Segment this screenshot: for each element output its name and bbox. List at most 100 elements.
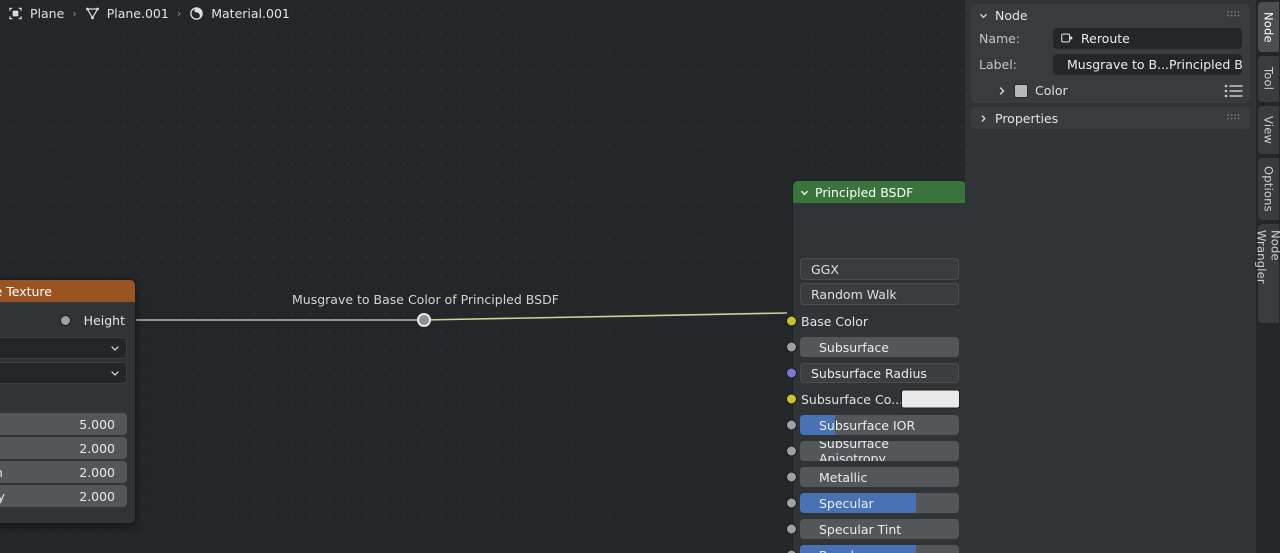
chevron-right-icon[interactable] [997,86,1007,96]
tab-view[interactable]: View [1258,106,1279,154]
musgrave-field-lacunarity[interactable]: acunarity 2.000 [0,485,127,507]
breadcrumb-label-mesh: Plane.001 [106,5,169,21]
bsdf-input-base-color[interactable]: Base Color [785,308,965,334]
socket-roughness[interactable] [785,549,797,553]
slider-metallic[interactable]: Metallic [800,467,959,487]
socket-subsurface-radius[interactable] [785,367,797,379]
field-detail-value: 2.000 [79,440,115,456]
musgrave-node-header[interactable]: usgrave Texture [0,280,135,302]
node-panel-header[interactable]: Node [971,4,1250,26]
bsdf-input-specular-tint[interactable]: Specular Tint [785,516,965,542]
slider-label-subsurface-ior: Subsurface IOR [819,417,916,433]
slider-roughness[interactable]: Roughness [800,545,959,553]
breadcrumb-label-object: Plane [30,5,65,21]
drag-grip-icon[interactable] [1226,113,1242,123]
node-label-row: Label: Musgrave to B...Principled BSDF [971,52,1250,76]
musgrave-output-height[interactable]: Height [0,306,127,334]
socket-subsurface[interactable] [785,341,797,353]
list-options-icon[interactable] [1224,84,1244,98]
slider-subsurface-ior[interactable]: Subsurface IOR [800,415,959,435]
bsdf-input-roughness[interactable]: Roughness [785,542,965,553]
musgrave-dropdown-2[interactable]: l [0,362,127,384]
bsdf-input-subsurface-color[interactable]: Subsurface Co... [785,386,965,412]
breadcrumb-item-material[interactable]: Material.001 [189,6,290,21]
drag-grip-icon[interactable] [1226,10,1242,20]
breadcrumb-item-object[interactable]: Plane [8,6,64,21]
reroute-node[interactable] [417,313,431,327]
socket-base-color[interactable] [785,315,797,327]
field-lacunarity-value: 2.000 [79,488,115,504]
slider-subsurface[interactable]: Subsurface [800,337,959,357]
chevron-right-icon[interactable] [979,114,988,123]
tab-node-wrangler[interactable]: Node Wrangler [1255,224,1280,323]
socket-subsurface-anisotropy[interactable] [785,445,797,457]
breadcrumb-separator-1: › [72,6,77,20]
musgrave-texture-node[interactable]: usgrave Texture Height l [0,280,135,523]
musgrave-field-dimension[interactable]: imension 2.000 [0,461,127,483]
tab-node[interactable]: Node [1258,2,1279,52]
tab-tool[interactable]: Tool [1258,56,1279,102]
principled-bsdf-node[interactable]: Principled BSDF GGX Random Walk Base Col… [785,181,965,553]
properties-panel-header[interactable]: Properties [971,107,1250,129]
chevron-down-icon [111,346,119,351]
n-panel-sidebar: Node Name: Reroute [965,0,1256,553]
bsdf-input-subsurface-radius[interactable]: Subsurface Radius [785,360,965,386]
node-name-label: Name: [979,30,1021,46]
bsdf-input-subsurface-ior[interactable]: Subsurface IOR [785,412,965,438]
slider-specular[interactable]: Specular [800,493,959,513]
slider-label-specular: Specular [819,495,874,511]
reroute-link-label: Musgrave to Base Color of Principled BSD… [292,292,559,307]
node-label-input[interactable]: Musgrave to B...Principled BSDF [1053,53,1242,75]
breadcrumb-item-mesh[interactable]: Plane.001 [85,6,169,21]
input-label-subsurface-color: Subsurface Co... [801,391,904,407]
label-subsurface-radius: Subsurface Radius [811,365,927,381]
bsdf-subsurface-method-enum[interactable]: Random Walk [800,283,959,305]
output-socket-height[interactable] [60,314,71,326]
distribution-value: GGX [811,261,839,277]
node-color-label: Color [1035,83,1068,98]
field-subsurface-radius[interactable]: Subsurface Radius [800,363,959,383]
color-swatch-subsurface-color[interactable] [901,389,960,409]
bsdf-node-header[interactable]: Principled BSDF [793,181,965,203]
bsdf-input-metallic[interactable]: Metallic [785,464,965,490]
socket-metallic[interactable] [785,471,797,483]
breadcrumb: Plane › Plane.001 › Material.001 [0,0,290,26]
slider-specular-tint[interactable]: Specular Tint [800,519,959,539]
slider-fill-subsurface-ior [800,415,835,435]
tab-options[interactable]: Options [1258,158,1279,220]
bsdf-distribution-enum[interactable]: GGX [800,258,959,280]
field-dimension-value: 2.000 [79,464,115,480]
musgrave-node-body: Height l or cale [0,302,135,523]
bsdf-node-body: GGX Random Walk Base Color Subsurface [785,203,965,553]
color-checkbox-swatch[interactable] [1014,83,1028,98]
slider-label-metallic: Metallic [819,469,868,485]
field-lacunarity-label: acunarity [0,488,5,504]
node-icon [1061,33,1073,43]
output-socket-label: Height [83,312,125,328]
musgrave-field-detail[interactable]: etail 2.000 [0,437,127,459]
socket-subsurface-color[interactable] [785,393,797,405]
chevron-down-icon[interactable] [800,188,809,197]
node-color-row[interactable]: Color [977,78,1244,103]
musgrave-dropdown-1[interactable] [0,337,127,359]
bsdf-input-subsurface[interactable]: Subsurface [785,334,965,360]
musgrave-field-scale[interactable]: cale 5.000 [0,413,127,435]
input-label-base-color: Base Color [801,313,869,329]
slider-subsurface-anisotropy[interactable]: Subsurface Anisotropy [800,441,959,461]
breadcrumb-label-material: Material.001 [211,5,290,21]
chevron-down-icon [111,371,119,376]
bsdf-output-spacer [793,203,965,255]
node-editor-canvas[interactable]: Musgrave to Base Color of Principled BSD… [0,0,965,553]
bsdf-input-subsurface-anisotropy[interactable]: Subsurface Anisotropy [785,438,965,464]
bsdf-input-specular[interactable]: Specular [785,490,965,516]
socket-specular-tint[interactable] [785,523,797,535]
node-label-value: Musgrave to B...Principled BSDF [1067,56,1242,72]
slider-fill-specular [800,493,917,513]
socket-subsurface-ior[interactable] [785,419,797,431]
slider-label-subsurface: Subsurface [819,339,889,355]
socket-specular[interactable] [785,497,797,509]
node-name-input[interactable]: Reroute [1053,27,1242,49]
slider-label-roughness: Roughness [800,548,887,553]
field-scale-value: 5.000 [79,416,115,432]
chevron-down-icon[interactable] [979,11,988,20]
